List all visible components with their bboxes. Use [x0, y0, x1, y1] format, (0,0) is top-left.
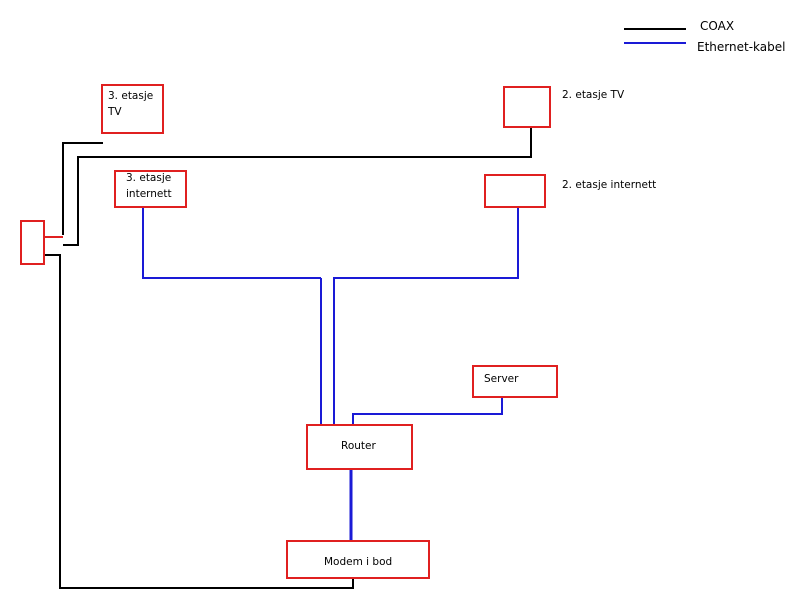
coax-modem: [44, 254, 354, 589]
modem-box: [286, 540, 430, 579]
tv2-label: 2. etasje TV: [562, 89, 625, 101]
node-splitter: [20, 220, 45, 265]
legend-coax-label: COAX: [700, 19, 734, 33]
net3-label-line1: 3. etasje: [126, 172, 171, 184]
modem-label: Modem i bod: [324, 556, 392, 568]
node-net2: 2. etasje internett: [484, 174, 656, 208]
coax-cables: [44, 128, 532, 589]
node-tv2: 2. etasje TV: [503, 86, 625, 128]
splitter-box: [20, 220, 45, 265]
legend: COAX Ethernet-kabel: [624, 19, 785, 54]
net2-box: [484, 174, 546, 208]
node-server: Server: [472, 365, 558, 398]
ethernet-server: [352, 397, 503, 425]
coax-tv3: [62, 142, 103, 235]
server-label: Server: [484, 373, 519, 385]
node-tv3: 3. etasje TV: [101, 84, 164, 134]
router-label: Router: [341, 440, 376, 452]
node-net3: 3. etasje internett: [114, 170, 187, 208]
node-modem: Modem i bod: [286, 540, 430, 579]
coax-tv2: [63, 128, 532, 246]
node-router: Router: [306, 424, 413, 470]
legend-ethernet-label: Ethernet-kabel: [697, 40, 785, 54]
tv3-box: [101, 84, 164, 134]
tv3-label-line1: 3. etasje: [108, 90, 153, 102]
server-box: [472, 365, 558, 398]
net3-label-line2: internett: [126, 188, 172, 200]
ethernet-cables: [142, 207, 519, 541]
tv3-label-line2: TV: [107, 106, 122, 118]
ethernet-net3: [142, 207, 321, 279]
net3-box: [114, 170, 187, 208]
tv2-box: [503, 86, 551, 128]
net2-label: 2. etasje internett: [562, 179, 656, 191]
router-box: [306, 424, 413, 470]
ethernet-net2: [333, 207, 519, 279]
